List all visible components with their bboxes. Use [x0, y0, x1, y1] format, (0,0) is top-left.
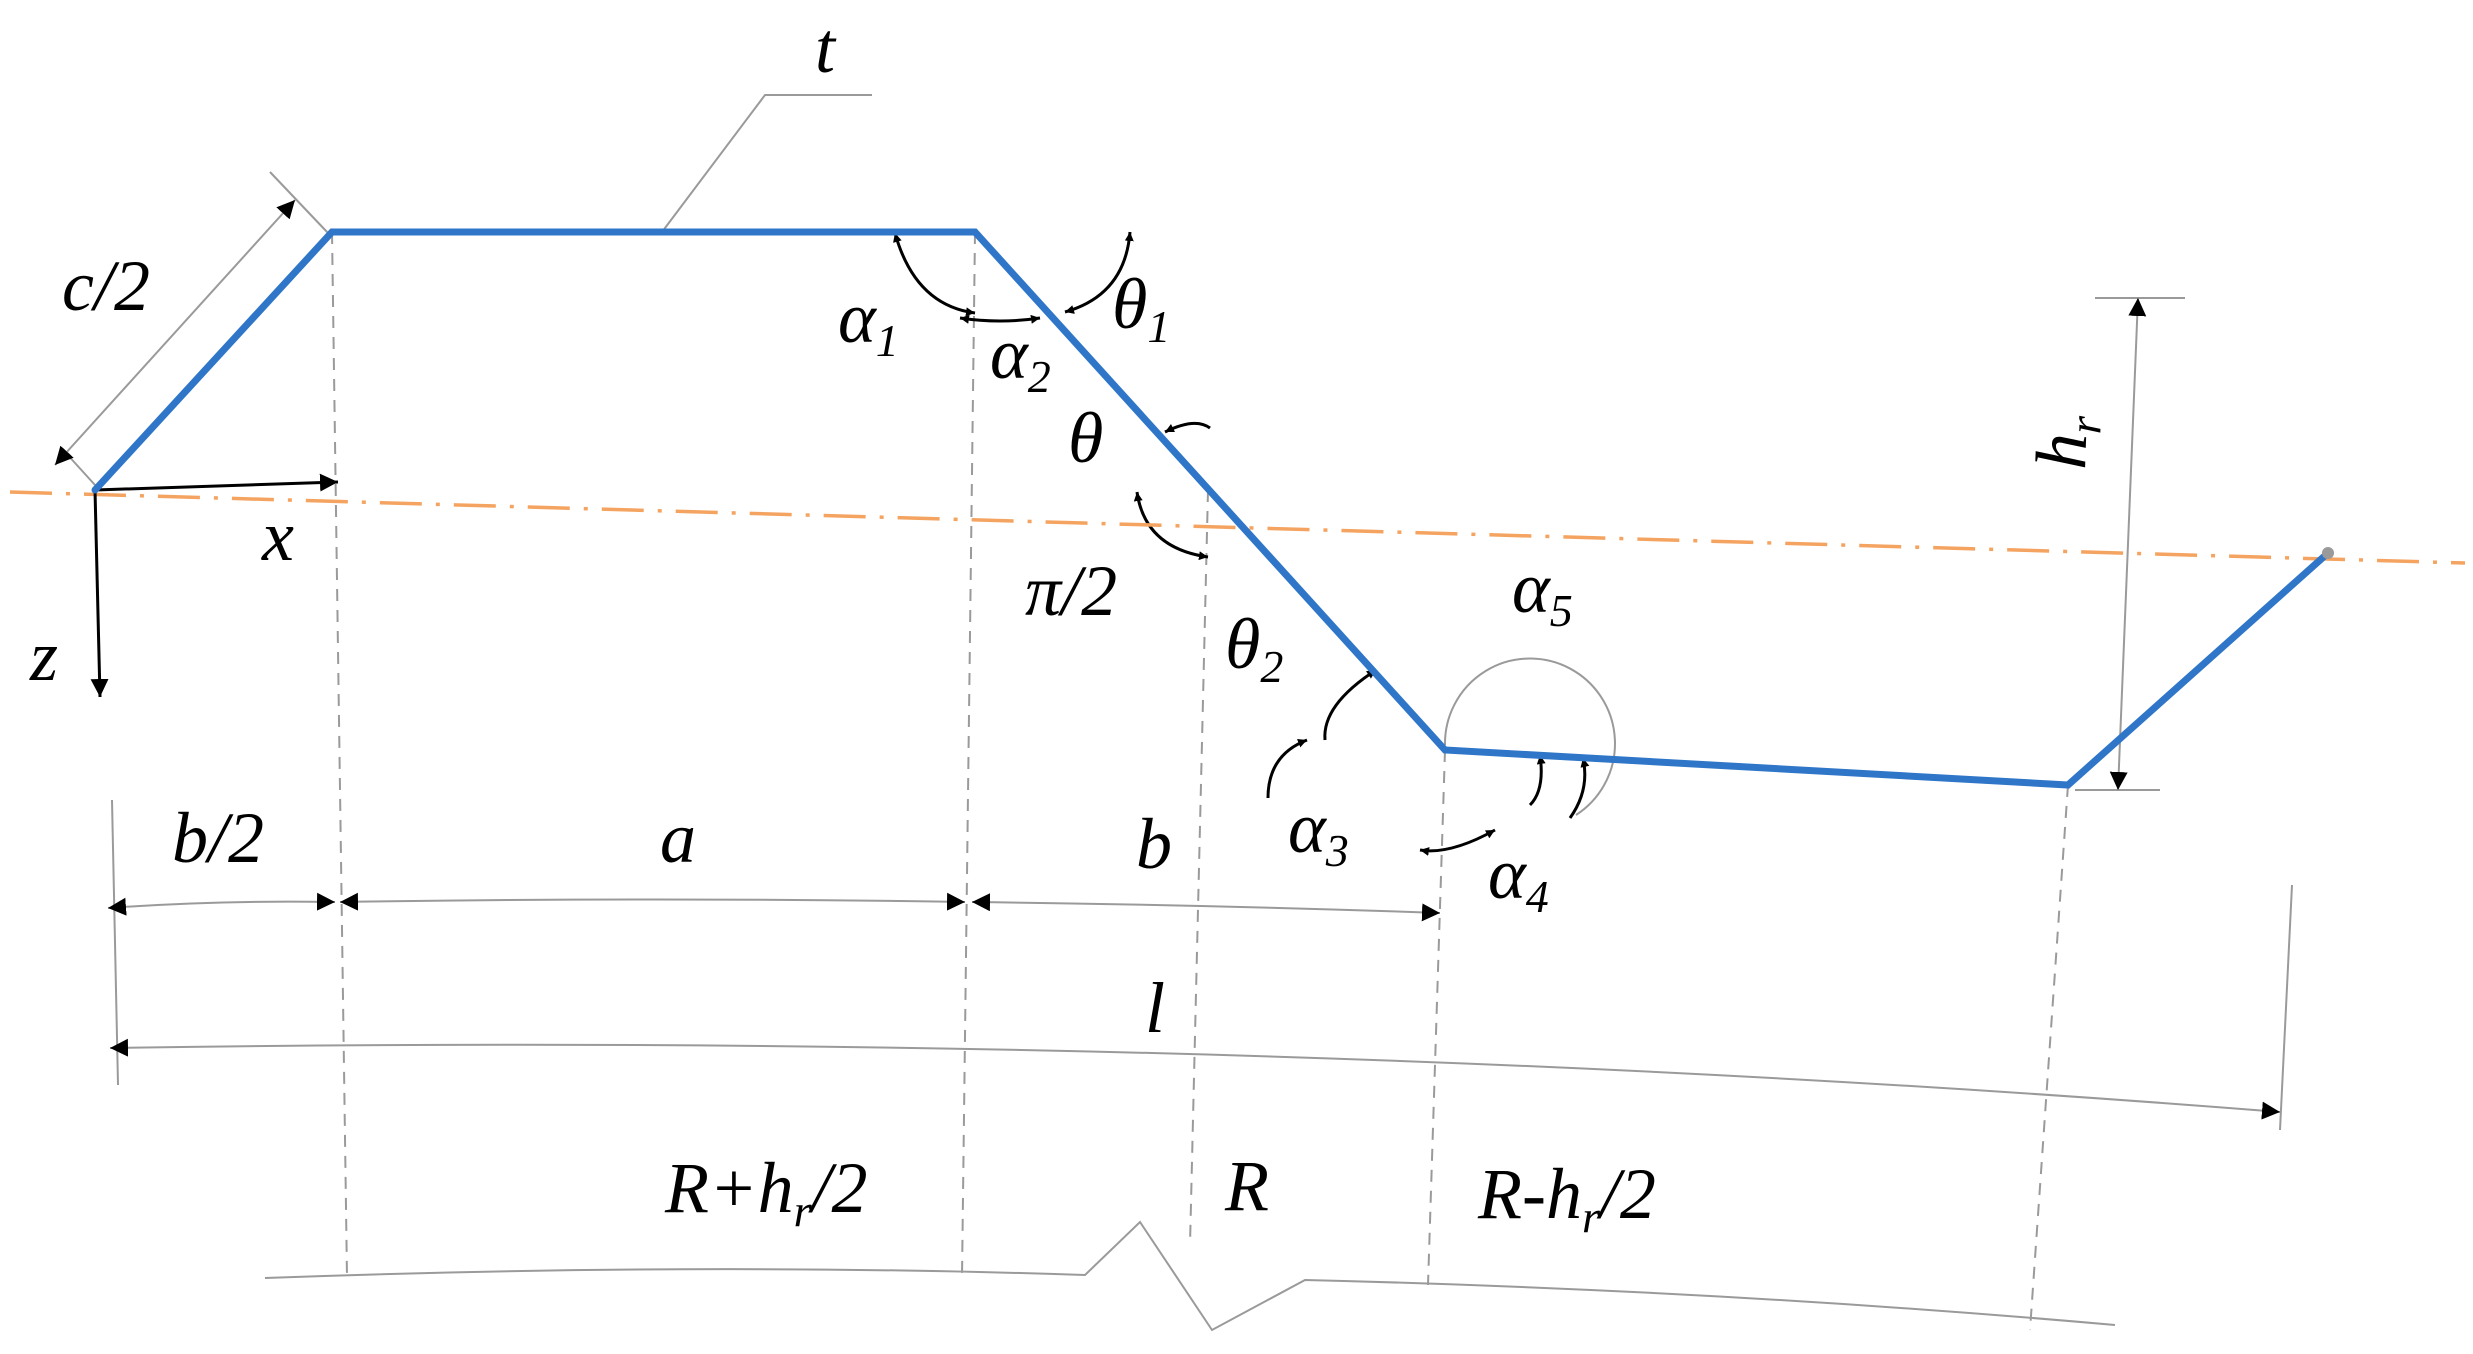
c-half-dimension-line [54, 199, 296, 466]
a-dimension-line [339, 892, 966, 911]
theta2-arc [1266, 738, 1308, 799]
label-radius-inner: R-hr/2 [1477, 1154, 1656, 1242]
neutral-axis-centerline [9, 490, 2466, 565]
label-radius-mid: R [1224, 1146, 1269, 1226]
radius-baseline-broken [264, 1220, 2116, 1332]
alpha2-arc [959, 314, 1041, 324]
label-theta: θ [1068, 398, 1103, 478]
label-l: l [1145, 968, 1165, 1048]
label-alpha3: α3 [1288, 788, 1349, 876]
alpha5-arc-end [1568, 757, 1590, 819]
label-c-half: c/2 [62, 246, 150, 326]
label-hr: hr [2021, 413, 2111, 471]
projection-line-trough-right [2029, 784, 2069, 1331]
l-dimension-line [109, 1038, 2281, 1120]
label-b-half: b/2 [172, 798, 264, 878]
c-half-dimension [54, 171, 329, 486]
projection-line-trough-left [1427, 749, 1446, 1286]
corrugation-profile [91, 228, 2332, 789]
horizontal-dimensions [107, 799, 2293, 1131]
label-alpha1: α1 [838, 278, 899, 366]
theta-arc-top [1164, 421, 1211, 434]
thickness-leader-line [661, 94, 872, 233]
theta1-arc [1064, 231, 1134, 314]
projection-line-crest-left [331, 231, 348, 1278]
z-axis-arrow [90, 489, 109, 698]
label-z-axis: z [29, 616, 58, 696]
b-dimension-line [971, 893, 1441, 922]
label-a: a [660, 798, 696, 878]
angle-arcs [893, 231, 1590, 856]
alpha5-reference-arc [1443, 657, 1616, 816]
dim-ext-line-left [111, 799, 119, 1086]
label-pi-half: π/2 [1025, 551, 1117, 631]
c-half-ext-line-top [269, 171, 329, 234]
c-half-ext-line-bottom [64, 451, 96, 486]
label-alpha5: α5 [1512, 548, 1573, 636]
pi-half-arc [1133, 491, 1209, 561]
radius-baselines [264, 1220, 2116, 1332]
label-theta2: θ2 [1225, 604, 1283, 692]
projection-line-crest-right [961, 231, 976, 1278]
projection-line-midpoint [1189, 489, 1209, 1246]
projection-lines [331, 231, 2069, 1331]
label-radius-outer: R+hr/2 [664, 1148, 868, 1236]
label-alpha4: α4 [1488, 834, 1549, 922]
labels: t c/2 x z α1 α2 θ1 θ π/2 θ2 α3 α4 α5 hr … [29, 8, 2111, 1242]
label-alpha2: α2 [990, 314, 1051, 402]
hr-dimension [2075, 297, 2185, 791]
dim-ext-line-right [2279, 884, 2293, 1131]
label-b: b [1136, 804, 1172, 884]
coordinate-axes [90, 473, 339, 698]
b-half-dimension-line [107, 892, 336, 916]
alpha4-arc-end [1528, 754, 1546, 807]
x-axis-arrow [94, 473, 339, 492]
alpha3-alpha4-arc [1419, 828, 1496, 856]
profile-end-point [2322, 547, 2334, 559]
label-x-axis: x [261, 496, 294, 576]
alpha1-arc [893, 232, 976, 317]
hr-dimension-line [2109, 297, 2147, 791]
label-theta1: θ1 [1112, 264, 1170, 352]
label-t: t [815, 8, 837, 88]
theta2-arc-upper [1323, 668, 1377, 741]
